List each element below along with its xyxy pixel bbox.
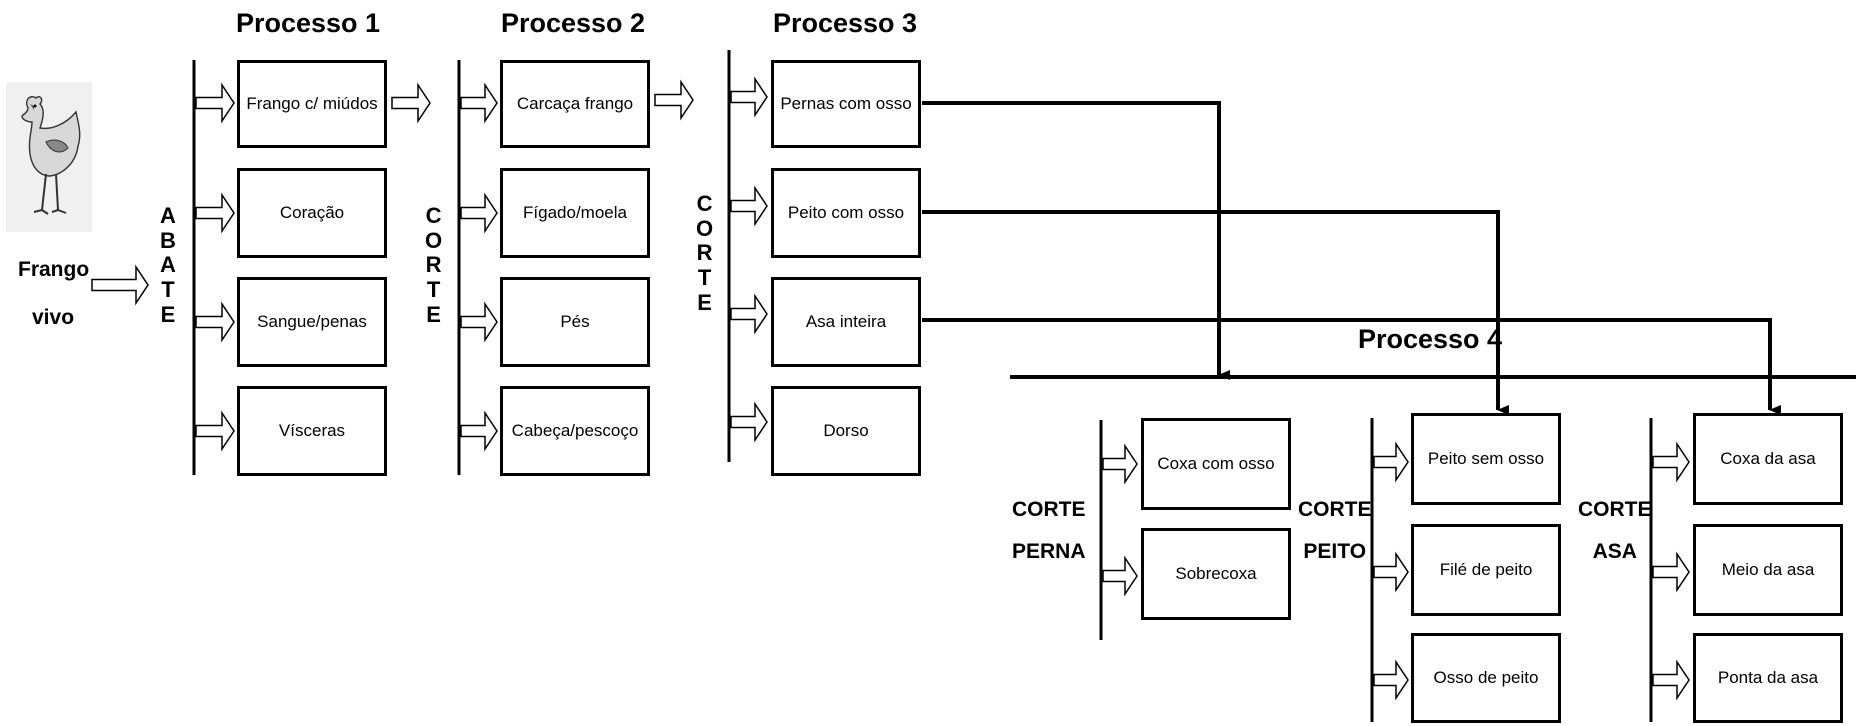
group-label-peito-line2: PEITO	[1298, 540, 1372, 564]
stage-letter: R	[697, 241, 713, 266]
process2-header: Processo 2	[501, 8, 645, 39]
group-label-peito: CORTE PEITO	[1298, 498, 1372, 564]
process4-header: Processo 4	[1358, 324, 1502, 355]
process1-item-sangue-penas: Sangue/penas	[237, 277, 387, 367]
peito-item-file-de-peito: Filé de peito	[1411, 524, 1561, 616]
stage-letter: T	[161, 278, 174, 303]
process3-header: Processo 3	[773, 8, 917, 39]
stage-letter: E	[161, 303, 176, 328]
process3-item-dorso: Dorso	[771, 386, 921, 476]
stage-letter: C	[426, 204, 442, 229]
group-label-perna-line1: CORTE	[1012, 498, 1086, 522]
process3-item-pernas-com-osso: Pernas com osso	[771, 60, 921, 148]
process2-item-figado-moela: Fígado/moela	[500, 168, 650, 258]
process1-item-frango-c-miudos: Frango c/ miúdos	[237, 60, 387, 148]
process3-item-peito-com-osso: Peito com osso	[771, 168, 921, 258]
group-label-perna-line2: PERNA	[1012, 540, 1086, 564]
asa-item-coxa-da-asa: Coxa da asa	[1693, 413, 1843, 505]
stage-letter: B	[160, 229, 176, 254]
stage-letter: R	[426, 253, 442, 278]
group-label-asa: CORTE ASA	[1578, 498, 1652, 564]
group-label-asa-line1: CORTE	[1578, 498, 1652, 522]
stage-letter: O	[425, 229, 442, 254]
stage-letter: E	[426, 303, 441, 328]
stage-letter: A	[160, 204, 176, 229]
process2-item-pes: Pés	[500, 277, 650, 367]
stage-letter: E	[697, 291, 712, 316]
input-label-line2: vivo	[32, 306, 74, 330]
process3-item-asa-inteira: Asa inteira	[771, 277, 921, 367]
peito-item-peito-sem-osso: Peito sem osso	[1411, 413, 1561, 505]
perna-item-sobrecoxa: Sobrecoxa	[1141, 528, 1291, 620]
process1-item-coracao: Coração	[237, 168, 387, 258]
group-label-perna: CORTE PERNA	[1012, 498, 1086, 564]
stage-letter: T	[698, 266, 711, 291]
perna-item-coxa-com-osso: Coxa com osso	[1141, 418, 1291, 510]
process1-header: Processo 1	[236, 8, 380, 39]
stage-letter: T	[427, 278, 440, 303]
asa-item-ponta-da-asa: Ponta da asa	[1693, 633, 1843, 723]
peito-item-osso-de-peito: Osso de peito	[1411, 633, 1561, 723]
stage-letter: O	[696, 217, 713, 242]
stage-letter: A	[160, 253, 176, 278]
input-label-line1: Frango	[18, 258, 89, 282]
chicken-icon	[6, 82, 92, 232]
stage-letter: C	[697, 192, 713, 217]
process2-item-cabeca-pescoco: Cabeça/pescoço	[500, 386, 650, 476]
group-label-peito-line1: CORTE	[1298, 498, 1372, 522]
asa-item-meio-da-asa: Meio da asa	[1693, 524, 1843, 616]
process1-item-visceras: Vísceras	[237, 386, 387, 476]
group-label-asa-line2: ASA	[1578, 540, 1652, 564]
process2-item-carcaca-frango: Carcaça frango	[500, 60, 650, 148]
